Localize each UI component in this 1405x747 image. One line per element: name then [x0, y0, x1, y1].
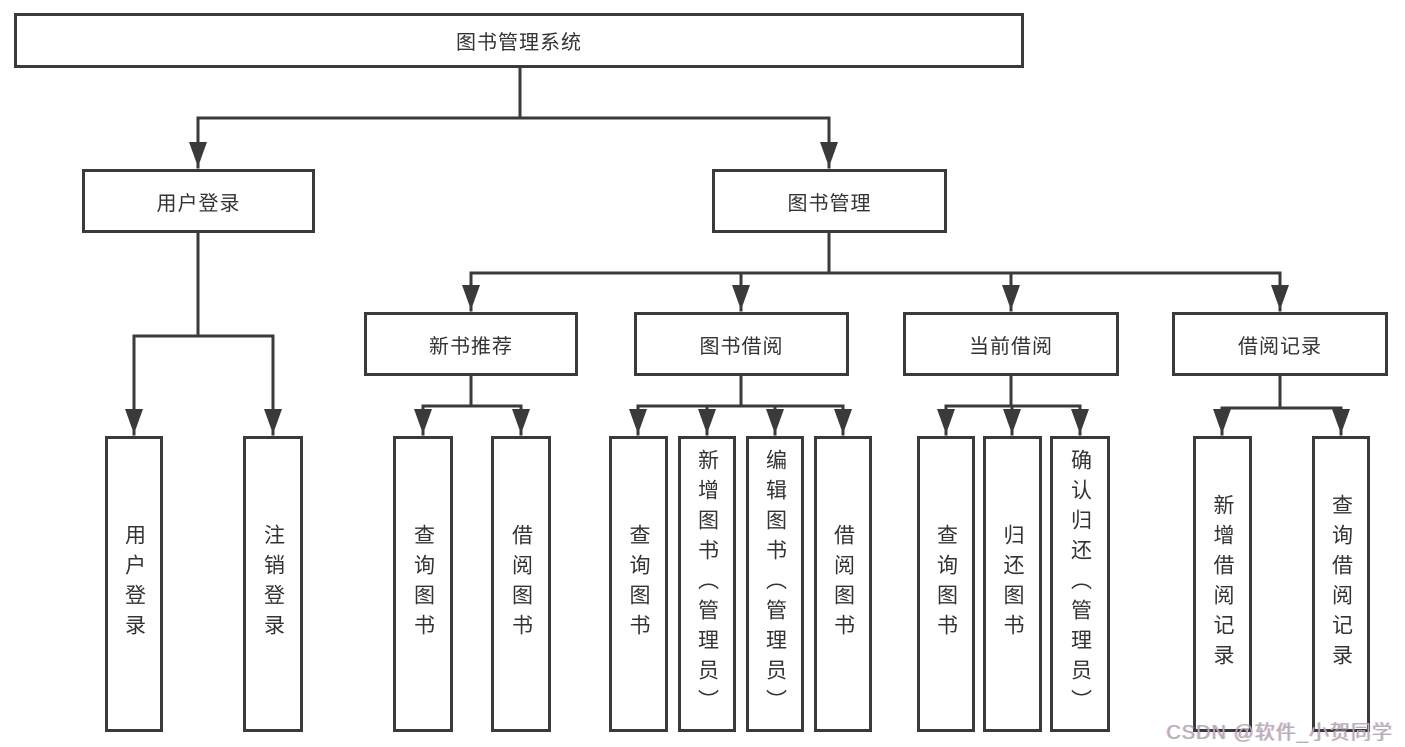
leaf-return-book-label: 归还图书 — [1001, 524, 1024, 644]
node-current-borrow-label: 当前借阅 — [969, 335, 1053, 358]
edges-book-management — [462, 231, 1289, 312]
watermark: CSDN @软件_小贺同学 — [1166, 722, 1393, 744]
node-borrow-records-label: 借阅记录 — [1238, 335, 1322, 358]
edges-new-books — [414, 374, 530, 436]
leaf-query-books-current-label: 查询图书 — [934, 524, 958, 644]
leaf-edit-book-admin-label: 编辑图书（管理员） — [763, 449, 787, 719]
leaf-borrow-books-borrow: 借阅图书 — [814, 436, 872, 732]
leaf-add-borrow-record: 新增借阅记录 — [1193, 436, 1252, 732]
leaf-borrow-books-borrow-label: 借阅图书 — [831, 524, 855, 644]
leaf-query-books-newbooks: 查询图书 — [393, 436, 453, 732]
node-root: 图书管理系统 — [14, 13, 1024, 68]
leaf-add-borrow-record-label: 新增借阅记录 — [1211, 494, 1234, 674]
leaf-add-book-admin-label: 新增图书（管理员） — [695, 449, 719, 719]
node-book-borrow-label: 图书借阅 — [699, 335, 784, 358]
node-new-books-label: 新书推荐 — [429, 335, 513, 358]
leaf-confirm-return-admin: 确认归还（管理员） — [1050, 436, 1110, 732]
leaf-query-books-borrow: 查询图书 — [609, 436, 668, 732]
edges-borrow-records — [1213, 374, 1350, 436]
node-current-borrow: 当前借阅 — [903, 312, 1119, 376]
edges-user-login — [125, 231, 282, 436]
node-book-management: 图书管理 — [712, 169, 947, 233]
node-book-management-label: 图书管理 — [787, 192, 872, 215]
node-user-login-label: 用户登录 — [156, 192, 241, 215]
leaf-return-book: 归还图书 — [983, 436, 1042, 732]
node-borrow-records: 借阅记录 — [1172, 312, 1388, 376]
leaf-query-books-borrow-label: 查询图书 — [627, 524, 650, 644]
node-root-label: 图书管理系统 — [456, 32, 582, 54]
node-new-books: 新书推荐 — [364, 312, 578, 376]
node-book-borrow: 图书借阅 — [634, 312, 849, 376]
edges-current-borrow — [937, 374, 1089, 436]
leaf-confirm-return-admin-label: 确认归还（管理员） — [1068, 449, 1092, 719]
leaf-query-books-current: 查询图书 — [917, 436, 975, 732]
leaf-add-book-admin: 新增图书（管理员） — [678, 436, 736, 732]
leaf-query-borrow-record-label: 查询借阅记录 — [1329, 494, 1353, 674]
edges-book-borrow — [629, 374, 852, 436]
leaf-logout-label: 注销登录 — [261, 524, 285, 644]
leaf-query-borrow-record: 查询借阅记录 — [1312, 436, 1370, 732]
leaf-user-login: 用户登录 — [105, 436, 163, 732]
node-user-login: 用户登录 — [82, 169, 315, 233]
leaf-query-books-newbooks-label: 查询图书 — [411, 524, 435, 644]
edges-root — [189, 66, 838, 169]
leaf-edit-book-admin: 编辑图书（管理员） — [746, 436, 804, 732]
leaf-user-login-label: 用户登录 — [122, 524, 146, 644]
leaf-borrow-books-newbooks-label: 借阅图书 — [509, 524, 533, 644]
leaf-borrow-books-newbooks: 借阅图书 — [491, 436, 551, 732]
leaf-logout: 注销登录 — [243, 436, 303, 732]
